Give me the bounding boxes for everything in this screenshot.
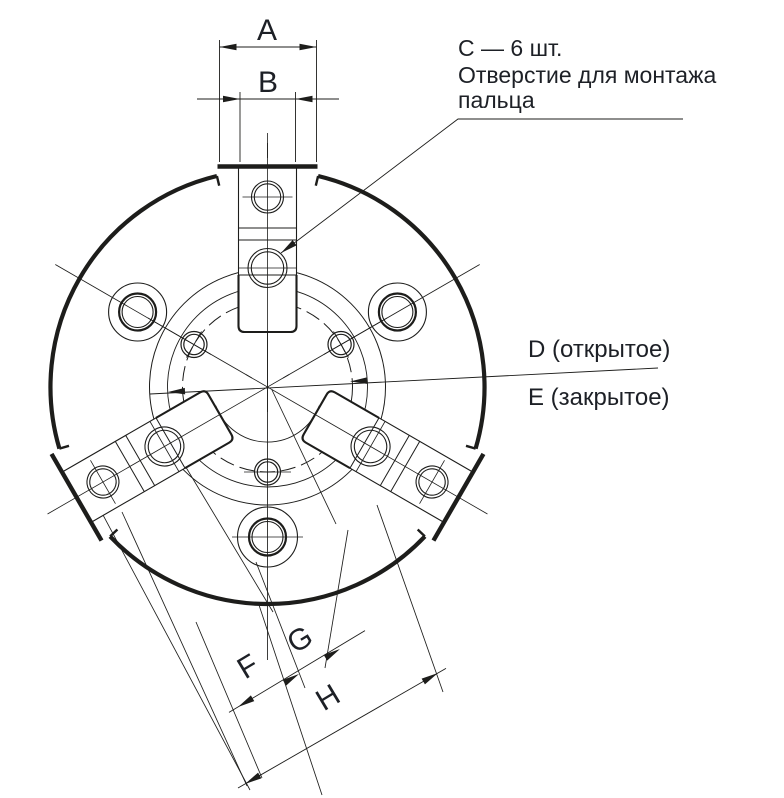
dimension-h: H <box>237 668 447 789</box>
dimension-b-label: B <box>258 66 278 99</box>
chuck-outer-rim <box>48 173 487 607</box>
pin-hole-upper-left <box>180 330 208 359</box>
mounting-hole-upper-left <box>108 282 168 342</box>
jaw-top <box>216 133 320 412</box>
dimension-a: A <box>219 14 317 162</box>
jaw-right <box>220 329 514 559</box>
callout-c: C — 6 шт. Отверстие для монтажа пальца <box>279 35 716 256</box>
dimension-f-label: F <box>232 648 265 686</box>
dimension-g-label: G <box>282 620 319 660</box>
dimension-e-label: E (закрытое) <box>528 384 670 411</box>
callout-c-line2: Отверстие для монтажа <box>458 62 716 88</box>
pin-hole-upper-right <box>327 330 355 359</box>
jaw-left <box>22 329 316 559</box>
dimension-b: B <box>197 66 339 162</box>
mounting-hole-bottom <box>236 506 299 568</box>
pin-hole-bottom <box>253 458 282 486</box>
mounting-hole-upper-right <box>367 282 427 342</box>
rim-notches <box>59 175 476 538</box>
radial-line-upper-right-pin <box>282 317 388 379</box>
dimension-h-label: H <box>310 678 346 717</box>
dimension-d-label: D (открытое) <box>528 336 670 363</box>
callout-c-line3: пальца <box>458 87 535 113</box>
mounting-holes <box>108 282 427 568</box>
callout-c-line1: C — 6 шт. <box>458 35 562 61</box>
pin-holes <box>180 330 355 486</box>
dimension-d-e: D (открытое) E (закрытое) <box>149 336 670 411</box>
radial-line-upper-left-pin <box>147 317 253 379</box>
dimension-f-g: F G <box>228 620 366 713</box>
dimension-a-label: A <box>257 14 277 47</box>
